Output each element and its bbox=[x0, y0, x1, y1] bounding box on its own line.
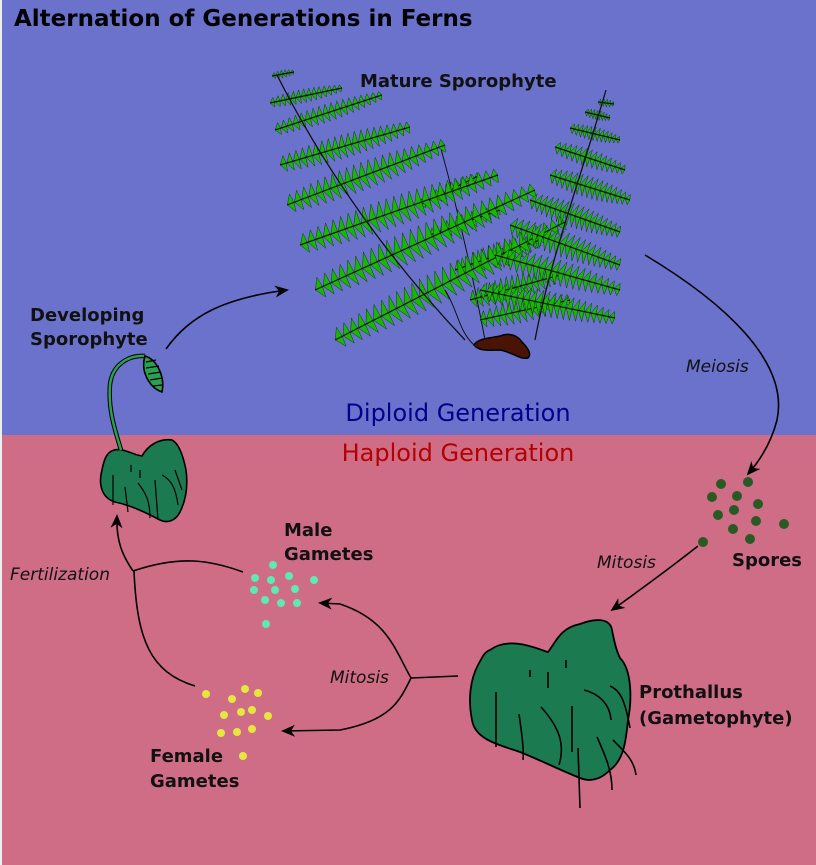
female-gamete bbox=[254, 689, 262, 697]
fern-pinna bbox=[549, 168, 631, 206]
meiosis-label: Meiosis bbox=[686, 357, 749, 377]
gametophyte-label: (Gametophyte) bbox=[639, 708, 793, 729]
mitosis-label-gametes: Mitosis bbox=[330, 668, 389, 688]
fern-root bbox=[444, 289, 475, 346]
spore bbox=[743, 477, 753, 487]
mitosis-arrow-to-male-gametes bbox=[318, 597, 412, 679]
young-frond-leaf bbox=[143, 355, 164, 394]
female-gametes-label: Female bbox=[150, 746, 223, 767]
prothallus-illustration bbox=[469, 619, 637, 809]
developing-sporophyte-illustration bbox=[99, 353, 188, 523]
female-gamete bbox=[220, 711, 228, 719]
growth-arrow-to-mature bbox=[165, 285, 289, 350]
spore bbox=[707, 492, 717, 502]
male-gamete bbox=[291, 585, 299, 593]
male-gamete bbox=[250, 586, 258, 594]
fern-pinna bbox=[314, 183, 537, 298]
fern-pinna bbox=[479, 281, 616, 325]
fern-pinna bbox=[554, 141, 626, 175]
fern-stipe bbox=[534, 89, 607, 341]
diploid-generation-label: Diploid Generation bbox=[345, 399, 570, 427]
spore bbox=[745, 534, 755, 544]
male-gametes-label-line2: Gametes bbox=[284, 544, 373, 565]
male-gamete bbox=[310, 576, 318, 584]
female-gamete bbox=[264, 712, 272, 720]
male-gametes-label: Male bbox=[284, 520, 332, 541]
mature-sporophyte-illustration bbox=[269, 69, 631, 347]
fertilization-label: Fertilization bbox=[10, 565, 110, 585]
male-gamete bbox=[271, 586, 279, 594]
prothallus-label: Prothallus bbox=[639, 682, 743, 703]
male-gamete bbox=[293, 599, 301, 607]
male-gametes-cluster bbox=[250, 561, 318, 628]
male-gamete bbox=[285, 572, 293, 580]
developing-sporophyte-label-line2: Sporophyte bbox=[30, 329, 148, 350]
young-gametophyte-body bbox=[99, 438, 188, 523]
fern-stipe bbox=[276, 74, 466, 341]
spore bbox=[728, 524, 738, 534]
fern-pinna bbox=[279, 121, 411, 172]
rhizome bbox=[473, 333, 531, 360]
haploid-generation-label: Haploid Generation bbox=[342, 439, 575, 467]
fern-pinna bbox=[299, 168, 499, 253]
mitosis-label-spores: Mitosis bbox=[597, 553, 656, 573]
spore bbox=[751, 516, 761, 526]
spore bbox=[698, 537, 708, 547]
spores-cluster bbox=[698, 477, 789, 547]
fertilization-line-from-male bbox=[132, 560, 244, 573]
female-gamete bbox=[217, 729, 225, 737]
meiosis-arrow bbox=[644, 254, 780, 476]
spore bbox=[716, 479, 726, 489]
female-gamete bbox=[248, 706, 256, 714]
mitosis-stem-line bbox=[410, 675, 459, 679]
male-gamete bbox=[269, 561, 277, 569]
fertilization-line-from-female bbox=[133, 570, 196, 687]
female-gamete bbox=[202, 690, 210, 698]
spore bbox=[779, 519, 789, 529]
female-gamete bbox=[233, 728, 241, 736]
male-gamete bbox=[262, 620, 270, 628]
female-gamete bbox=[239, 752, 247, 760]
fern-pinna bbox=[529, 193, 622, 238]
spore bbox=[753, 499, 763, 509]
fern-pinna bbox=[569, 123, 621, 144]
male-gamete bbox=[267, 576, 275, 584]
spore bbox=[732, 491, 742, 501]
mature-sporophyte-label: Mature Sporophyte bbox=[360, 71, 557, 92]
male-gamete bbox=[251, 574, 259, 582]
female-gamete bbox=[241, 685, 249, 693]
female-gamete bbox=[237, 708, 245, 716]
male-gamete bbox=[277, 599, 285, 607]
spores-label: Spores bbox=[732, 550, 802, 571]
spore bbox=[729, 505, 739, 515]
fern-stipe bbox=[439, 144, 486, 341]
prothallus-body bbox=[469, 619, 632, 781]
diagram-title: Alternation of Generations in Ferns bbox=[14, 6, 473, 32]
female-gametes-label-line2: Gametes bbox=[150, 771, 239, 792]
fern-pinna bbox=[494, 247, 621, 297]
spore bbox=[713, 510, 723, 520]
fern-pinna bbox=[509, 217, 622, 272]
developing-sporophyte-label: Developing bbox=[30, 305, 144, 326]
fertilization-arrow bbox=[110, 514, 134, 572]
male-gamete bbox=[261, 596, 269, 604]
fern-pinna bbox=[269, 84, 343, 108]
mitosis-arrow-to-female-gametes bbox=[281, 677, 412, 737]
mitosis-arrow-to-prothallus bbox=[610, 545, 699, 612]
fern-pinna bbox=[334, 215, 567, 347]
female-gametes-cluster bbox=[202, 685, 272, 760]
female-gamete bbox=[248, 725, 256, 733]
female-gamete bbox=[228, 695, 236, 703]
fern-pinna bbox=[271, 69, 295, 80]
